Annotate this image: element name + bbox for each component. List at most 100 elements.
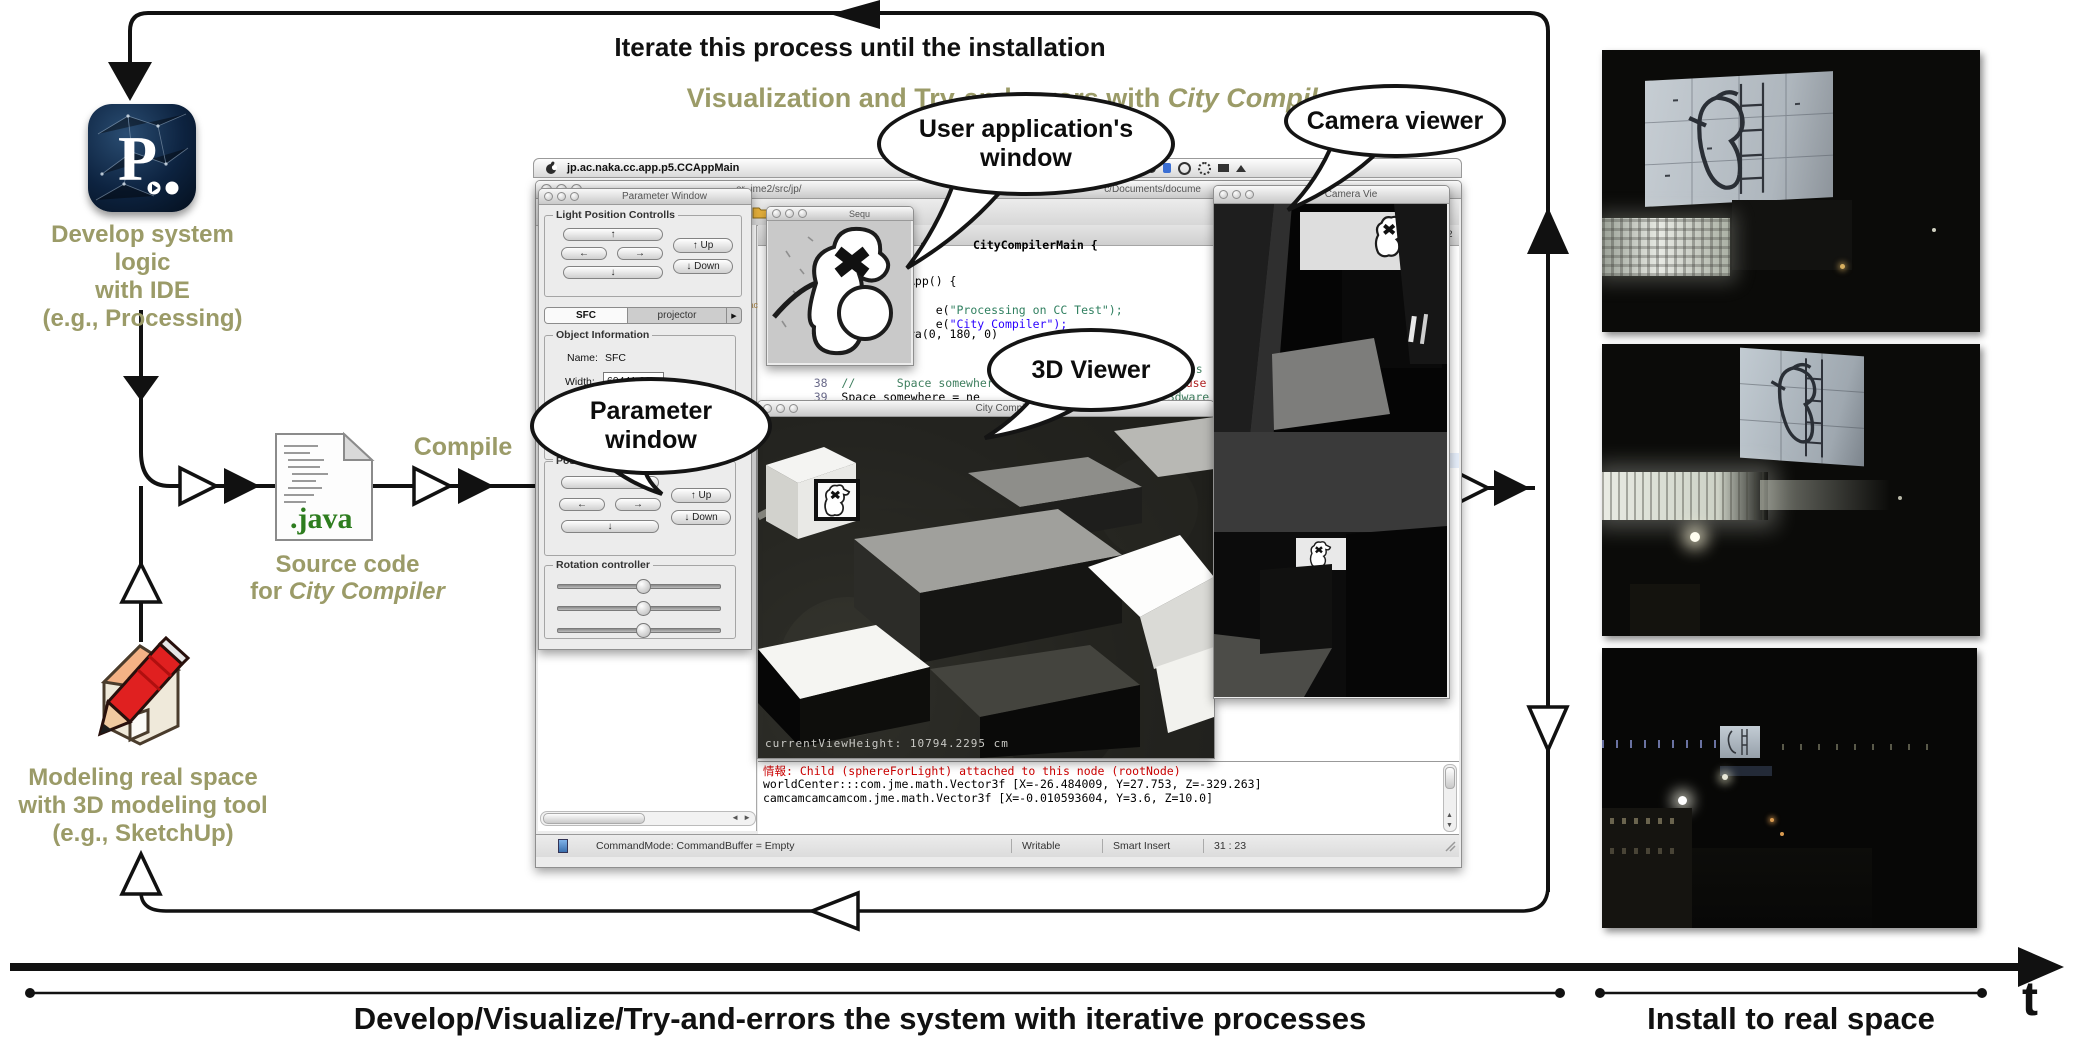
time-axis-label: t [2022, 973, 2038, 1026]
explorer-hscrollbar[interactable]: ◄ ► [540, 811, 756, 826]
eclipse-title-right: c/Documents/docume [1104, 184, 1201, 195]
scroll-down-icon[interactable]: ▼ [1446, 822, 1453, 829]
light-up-button[interactable]: ↑ [563, 228, 663, 241]
viewer3d-window: City Compiler [757, 400, 1215, 759]
projection-screen [1645, 71, 1833, 207]
rotation-slider-y[interactable] [557, 601, 721, 616]
street-lamp [1678, 796, 1687, 805]
console-world-line: worldCenter:::com.jme.math.Vector3f [X=-… [763, 777, 1262, 791]
tab-projector[interactable]: projector [657, 310, 697, 321]
eclipse-statusbar: CommandMode: CommandBuffer = Empty Writa… [536, 834, 1459, 857]
java-file-icon: .java [275, 431, 375, 541]
scroll-thumb[interactable] [543, 813, 645, 824]
bluetooth-menu-icon[interactable] [1163, 163, 1171, 173]
code-row: 38 // Space somewhere = ne [813, 376, 1036, 390]
building-shadow [1732, 200, 1852, 270]
position-lower-button[interactable]: ↓ Down [671, 510, 731, 525]
camera-viewer-window: Camera Vie [1213, 185, 1450, 699]
command-mode-status: CommandMode: CommandBuffer = Empty [596, 840, 795, 852]
light-down-button[interactable]: ↓ [563, 266, 663, 279]
rail-up-arrowhead-icon [1527, 207, 1569, 254]
camera-canvas[interactable] [1214, 204, 1447, 697]
scroll-left-icon[interactable]: ◄ [731, 813, 739, 822]
user-app-callout: User application's window [877, 92, 1175, 196]
horizon-lights [1782, 744, 1942, 750]
code-line-cam: ra(0, 180, 0) [908, 327, 999, 341]
develop-caption: Develop system logic with IDE (e.g., Pro… [42, 221, 243, 332]
sync-menu-icon[interactable] [1198, 161, 1211, 175]
console-pane[interactable]: ▲ ▼ [758, 761, 1459, 834]
rotation-slider-x[interactable] [557, 579, 721, 594]
viewer3d-overlay-text: currentViewHeight: 10794.2295 cm [765, 737, 1009, 750]
modeling-caption: Modeling real space with 3D modeling too… [18, 764, 268, 847]
small-light [1840, 264, 1845, 269]
scroll-thumb[interactable] [1445, 767, 1455, 789]
console-info-line: 情報: Child (sphereForLight) attached to t… [763, 764, 1181, 778]
iterate-label: Iterate this process until the installat… [614, 32, 1106, 62]
display-menu-icon[interactable] [1218, 164, 1229, 172]
scroll-right-icon[interactable]: ► [743, 813, 751, 822]
street-lamp [1690, 532, 1700, 542]
camera-titlebar[interactable]: Camera Vie [1214, 186, 1449, 204]
camera-callout: Camera viewer [1284, 84, 1506, 158]
menubar-app-title[interactable]: jp.ac.naka.cc.app.p5.CCAppMain [567, 162, 740, 174]
eclipse-title-left: er_jme2/src/jp/ [736, 184, 802, 195]
resize-grip-icon[interactable] [1444, 840, 1456, 852]
code-line-app: App() { [908, 274, 957, 288]
svg-text:P: P [118, 123, 157, 194]
user-app-titlebar[interactable]: Sequ [767, 207, 913, 221]
position-right-button[interactable]: → [615, 498, 661, 511]
insert-mode-status: Smart Insert [1113, 840, 1171, 852]
cursor-position-status: 31 : 23 [1214, 840, 1247, 852]
user-app-callout-tail [905, 171, 1011, 270]
camera-callout-tail [1286, 137, 1387, 212]
position-left-button[interactable]: ← [559, 498, 605, 511]
iterate-arrowhead-icon [830, 0, 880, 29]
light-right-button[interactable]: → [617, 247, 663, 260]
clock-menu-icon[interactable] [1178, 161, 1191, 175]
building-silhouette [1602, 808, 1692, 928]
apple-menu-icon[interactable] [544, 161, 558, 175]
statusbar-pencil-icon [558, 839, 568, 853]
name-value: SFC [605, 352, 626, 364]
tab-more-button[interactable]: ▶ [726, 308, 741, 323]
rotation-slider-z[interactable] [557, 623, 721, 638]
source-code-caption: Source code for City Compiler [250, 551, 445, 605]
bracket-develop-label: Develop/Visualize/Try-and-errors the sys… [353, 1001, 1367, 1036]
time-axis-arrowhead-icon [2018, 947, 2064, 987]
light-position-group: Light Position Controlls ↑ ← → ↓ ↑ Up ↓ … [544, 209, 742, 297]
arrow-into-processing-icon [108, 62, 152, 101]
scroll-up-icon[interactable]: ▲ [1446, 812, 1453, 819]
eject-menu-icon[interactable] [1236, 164, 1246, 172]
user-app-window: Sequ [766, 206, 914, 366]
small-light [1780, 832, 1784, 836]
ground [1692, 848, 1872, 928]
viewer3d-canvas[interactable]: currentViewHeight: 10794.2295 cm [758, 417, 1214, 758]
light-lower-button[interactable]: ↓ Down [673, 259, 733, 274]
processing-icon: P [88, 104, 196, 212]
projection-screen [1720, 726, 1760, 758]
horizon-lights [1602, 740, 1722, 748]
svg-text:.java: .java [290, 502, 353, 535]
rotation-controller-group: Rotation controller [544, 559, 736, 639]
parameter-titlebar[interactable]: Parameter Window [539, 189, 751, 205]
light-left-button[interactable]: ← [561, 247, 607, 260]
small-light [1932, 228, 1936, 232]
street-lamp [1722, 774, 1728, 780]
viewer3d-callout: 3D Viewer [987, 328, 1195, 412]
lit-facade [1602, 218, 1730, 276]
install-photo-3 [1602, 648, 1977, 928]
code-line-class: CityCompilerMain { [973, 238, 1098, 252]
foreground-structure [1630, 584, 1700, 636]
writable-status: Writable [1022, 840, 1061, 852]
compile-label: Compile [413, 433, 513, 461]
light-raise-button[interactable]: ↑ Up [673, 238, 733, 253]
code-line-test: e("Processing on CC Test"); [935, 303, 1123, 317]
tab-sfc[interactable]: SFC [545, 308, 628, 323]
position-down-button[interactable]: ↓ [561, 520, 659, 533]
small-light [1898, 496, 1902, 500]
position-raise-button[interactable]: ↑ Up [671, 488, 731, 503]
console-vscrollbar[interactable]: ▲ ▼ [1443, 764, 1457, 832]
